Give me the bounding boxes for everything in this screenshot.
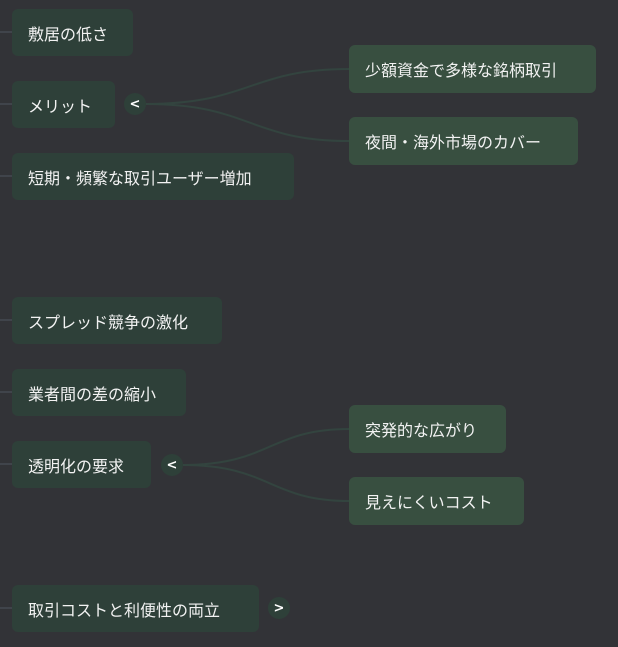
node-threshold[interactable]: 敷居の低さ <box>12 9 133 56</box>
node-short-term[interactable]: 短期・頻繁な取引ユーザー増加 <box>12 153 294 200</box>
node-spread[interactable]: スプレッド競争の激化 <box>12 297 222 344</box>
child-node[interactable]: 少額資金で多様な銘柄取引 <box>349 45 596 93</box>
node-gap[interactable]: 業者間の差の縮小 <box>12 369 186 416</box>
node-balance[interactable]: 取引コストと利便性の両立 <box>12 585 259 632</box>
expand-toggle-balance[interactable]: > <box>268 597 290 619</box>
child-node[interactable]: 突発的な広がり <box>349 405 506 453</box>
collapse-toggle-transparency[interactable]: < <box>161 454 183 476</box>
node-transparency[interactable]: 透明化の要求 <box>12 441 151 488</box>
collapse-toggle-merit[interactable]: < <box>124 93 146 115</box>
child-node[interactable]: 夜間・海外市場のカバー <box>349 117 578 165</box>
child-node[interactable]: 見えにくいコスト <box>349 477 524 525</box>
node-merit[interactable]: メリット <box>12 81 115 128</box>
